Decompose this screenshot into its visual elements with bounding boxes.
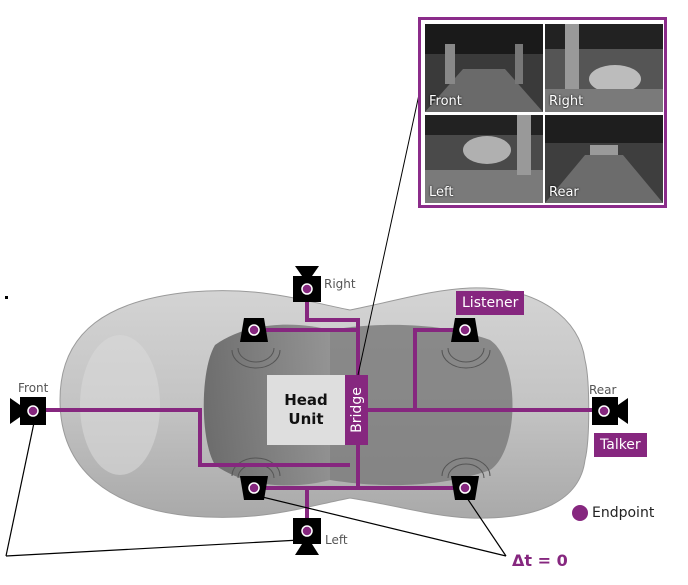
camera-view-left: Left [425, 115, 543, 203]
right-view-label: Right [549, 94, 584, 109]
rear-camera-label: Rear [589, 383, 617, 397]
left-view-label: Left [429, 185, 454, 200]
network-lines [35, 290, 604, 530]
camera-rear-node [592, 397, 628, 425]
stray-dot [5, 296, 8, 299]
endpoint-legend-label: Endpoint [592, 505, 655, 521]
left-view-image [425, 115, 543, 203]
delta-line-left-2 [5, 539, 301, 557]
car-hood-highlight [80, 335, 160, 475]
front-camera-label: Front [18, 381, 49, 395]
front-view-image [425, 24, 543, 112]
listener-tag: Listener [456, 291, 525, 315]
rear-view-label: Rear [549, 185, 579, 200]
left-camera-label: Left [325, 533, 348, 547]
talker-tag: Talker [594, 433, 647, 457]
speaker-ripples [231, 347, 491, 479]
rear-view-image [545, 115, 663, 203]
camera-view-front: Front [425, 24, 543, 112]
delta-line-right-1 [253, 494, 507, 557]
bridge-label: Bridge [348, 387, 365, 433]
front-view-label: Front [429, 94, 462, 109]
bridge-box: Bridge [345, 375, 368, 445]
camera-view-rear: Rear [545, 115, 663, 203]
delta-line-left-1 [5, 417, 36, 557]
camera-front-node [10, 397, 46, 425]
head-unit-box: Head Unit [267, 375, 345, 445]
right-camera-label: Right [324, 277, 356, 291]
endpoint-legend-icon [572, 505, 588, 521]
panel-connector-line [357, 89, 421, 376]
camera-left-node [293, 518, 321, 555]
head-unit-line2: Unit [288, 410, 324, 428]
car-glass [203, 324, 330, 486]
delta-t-label: Δt = 0 [512, 551, 568, 570]
camera-preview-panel: Front Right Left [418, 17, 667, 208]
camera-view-right: Right [545, 24, 663, 112]
camera-right-node [293, 266, 321, 302]
head-unit-line1: Head [284, 391, 328, 409]
legend: Endpoint [572, 505, 654, 521]
delta-line-right-2 [464, 494, 507, 557]
car-roof [330, 324, 513, 486]
speaker-nodes [240, 318, 479, 500]
right-view-image [545, 24, 663, 112]
